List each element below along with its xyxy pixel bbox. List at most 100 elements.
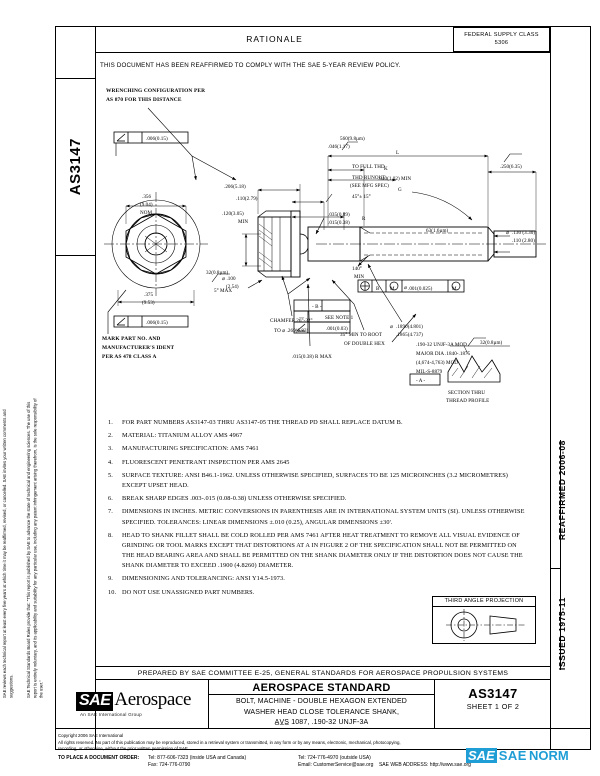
tel-inside: Tel: 877-606-7323 (inside USA and Canada…	[148, 754, 247, 761]
label-mark-1: MARK PART NO. AND	[102, 336, 160, 342]
label-35min-1: 35° MIN TO ROOT	[340, 331, 383, 338]
email-address[interactable]: Email: CustomerService@sae.org	[298, 761, 374, 768]
note-number: 7.	[108, 508, 113, 516]
dim-560: 560(9.8µm)	[340, 135, 365, 142]
note-text: FOR PART NUMBERS AS3147-03 THRU AS3147-0…	[122, 419, 403, 426]
label-thd-runout-1: THD RUNOUT	[352, 175, 386, 181]
dia-sym-130: ⌀	[506, 230, 509, 236]
document-title-line-3: A̲V̲S̲ 1087, .190-32 UNJF-3A	[274, 719, 369, 727]
label-chamfer-2: TO ⌀ .269(6.83)	[274, 327, 309, 334]
note-item: 3. MANUFACTURING SPECIFICATION: AMS 7461	[108, 444, 528, 454]
datum-B-label: - B -	[312, 304, 322, 310]
sae-logo-word: Aerospace	[114, 689, 191, 710]
dim-250: .250(6.35)	[500, 163, 522, 170]
note-item: 7. DIMENSIONS IN INCHES. METRIC CONVERSI…	[108, 507, 528, 527]
note-item: 10. DO NOT USE UNASSIGNED PART NUMBERS.	[108, 588, 528, 598]
note-number: 1.	[108, 419, 113, 426]
copyright-footer: Copyright 2006 SAE International All rig…	[58, 733, 528, 769]
third-angle-projection-label: THIRD ANGLE PROJECTION	[432, 596, 536, 607]
dim-040-min: .040(1.02) MIN	[378, 175, 411, 182]
watermark-mark: SAE	[466, 747, 497, 763]
dim-1890-a: .1890(4.801)	[396, 323, 423, 330]
title-block-standard-number: AS3147	[468, 686, 518, 701]
federal-supply-class-box: FEDERAL SUPPLY CLASS 5306	[453, 27, 550, 52]
watermark-word-2: NORM	[528, 747, 569, 763]
datum-A-label: - A -	[416, 378, 426, 384]
document-title-line-1: BOLT, MACHINE - DOUBLE HEXAGON EXTENDED	[235, 698, 408, 705]
right-date-tick	[551, 568, 560, 570]
dim-035: .035(0.89)	[328, 211, 350, 218]
standard-number-box	[55, 78, 96, 256]
fcf-pos-M2: M	[452, 286, 457, 292]
note-number: 2.	[108, 432, 113, 440]
dim-046: .046(1.17)	[328, 143, 350, 150]
email-and-web: Email: CustomerService@sae.org SAE WEB A…	[298, 762, 528, 769]
dia-sym-1890: ⌀	[390, 324, 393, 330]
rights-line-2: recording, or otherwise, without the pri…	[58, 746, 190, 752]
dim-63ra: 63(1.6µm)	[426, 227, 448, 234]
dim-015-rmax: .015(0.38) R MAX	[292, 353, 332, 360]
label-mark-2: MANUFACTURER'S IDENT	[102, 345, 174, 351]
note-text: DIMENSIONING AND TOLERANCING: ANSI Y14.5…	[122, 575, 285, 583]
label-45deg: 45°± 15°	[352, 193, 371, 200]
dim-375-b: (9.53)	[142, 299, 155, 306]
thread-3: (4,674-4,763) MOD	[416, 359, 458, 366]
dim-356-a: .356	[142, 194, 152, 200]
note-text: MANUFACTURING SPECIFICATION: AMS 7461	[122, 445, 259, 453]
fcf-pos-M1: M	[390, 286, 395, 292]
note-number: 8.	[108, 531, 113, 539]
dim-dia-100-mm: (2.54)	[226, 283, 239, 290]
title-block	[56, 680, 590, 729]
title-block-divider-3	[550, 680, 552, 729]
dim-206: .206(5.18)	[224, 183, 246, 190]
note-text: DO NOT USE UNASSIGNED PART NUMBERS.	[122, 588, 255, 596]
dim-dia-100: ⌀ .100	[222, 276, 236, 282]
dim-110: .110(2.79)	[236, 195, 258, 202]
reaffirmation-note: THIS DOCUMENT HAS BEEN REAFFIRMED TO COM…	[100, 62, 401, 69]
issued-date: ISSUED 1975-11	[557, 596, 567, 670]
fax-number: Fax: 724-776-0790	[148, 761, 191, 768]
dim-356-b: (9.04)	[140, 201, 153, 208]
note-number: 3.	[108, 445, 113, 453]
dim-1890-b: .1865(4.737)	[396, 331, 423, 338]
label-35min-2: OF DOUBLE HEX	[344, 341, 385, 347]
label-to-full-thd: TO FULL THD	[352, 164, 385, 170]
fsc-value: 5306	[494, 39, 509, 46]
sae-logo-tagline: An SAE International Group	[80, 712, 142, 717]
note-item: 5. SURFACE TEXTURE: ANSI B46.1-1962. UNL…	[108, 471, 528, 491]
label-mark-3: PER AS 478 CLASS A	[102, 354, 157, 360]
engineering-drawing: WRENCHING CONFIGURATION PER AS 870 FOR T…	[96, 84, 550, 404]
note-number: 4.	[108, 458, 113, 466]
dim-375-a: .375	[144, 292, 154, 298]
dim-32ra: 32(0.8µm)	[206, 269, 228, 276]
note-number: 9.	[108, 575, 113, 583]
title-block-sheet: SHEET 1 OF 2	[466, 702, 520, 711]
header-rule	[95, 52, 550, 54]
note-item: 4. FLUORESCENT PENETRANT INSPECTION PER …	[108, 458, 528, 468]
perp-dash: —	[298, 315, 305, 321]
see-note-1: SEE NOTE 1	[325, 315, 354, 321]
title-block-divider-2	[434, 680, 436, 729]
copyright-line: Copyright 2006 SAE International	[58, 733, 124, 738]
standard-number-vertical: AS3147	[67, 138, 84, 196]
rights-line-1: All rights reserved. No part of this pub…	[58, 739, 401, 745]
note-item: 8. HEAD TO SHANK FILLET SHALL BE COLD RO…	[108, 531, 528, 572]
watermark-word-1: SAE	[498, 747, 527, 763]
label-wrenching-2: AS 870 FOR THIS DISTANCE	[106, 97, 182, 103]
label-section-2: THREAD PROFILE	[446, 398, 489, 404]
dim-015: .015(0.38)	[328, 219, 350, 226]
fcf-pos-B: B	[376, 286, 380, 292]
tel-outside: Tel: 724-776-4970 (outside USA)	[298, 754, 371, 761]
note-text: SURFACE TEXTURE: ANSI B46.1-1962. UNLESS…	[122, 471, 508, 489]
right-date-rule	[560, 440, 562, 670]
dim-120-min: .120(3.05)	[222, 210, 244, 217]
dim-110-b: .110 (2.80)	[512, 237, 535, 244]
document-title: BOLT, MACHINE - DOUBLE HEXAGON EXTENDED …	[209, 696, 434, 728]
right-margin-rule	[550, 26, 552, 750]
letter-L: L	[396, 150, 399, 156]
reaffirmed-date: REAFFIRMED 2006-08	[557, 440, 567, 541]
web-address[interactable]: SAE WEB ADDRESS: http://www.sae.org	[378, 761, 471, 768]
third-angle-projection-box	[432, 596, 536, 644]
thread-2: MAJOR DIA .1840-.1875	[416, 351, 471, 357]
